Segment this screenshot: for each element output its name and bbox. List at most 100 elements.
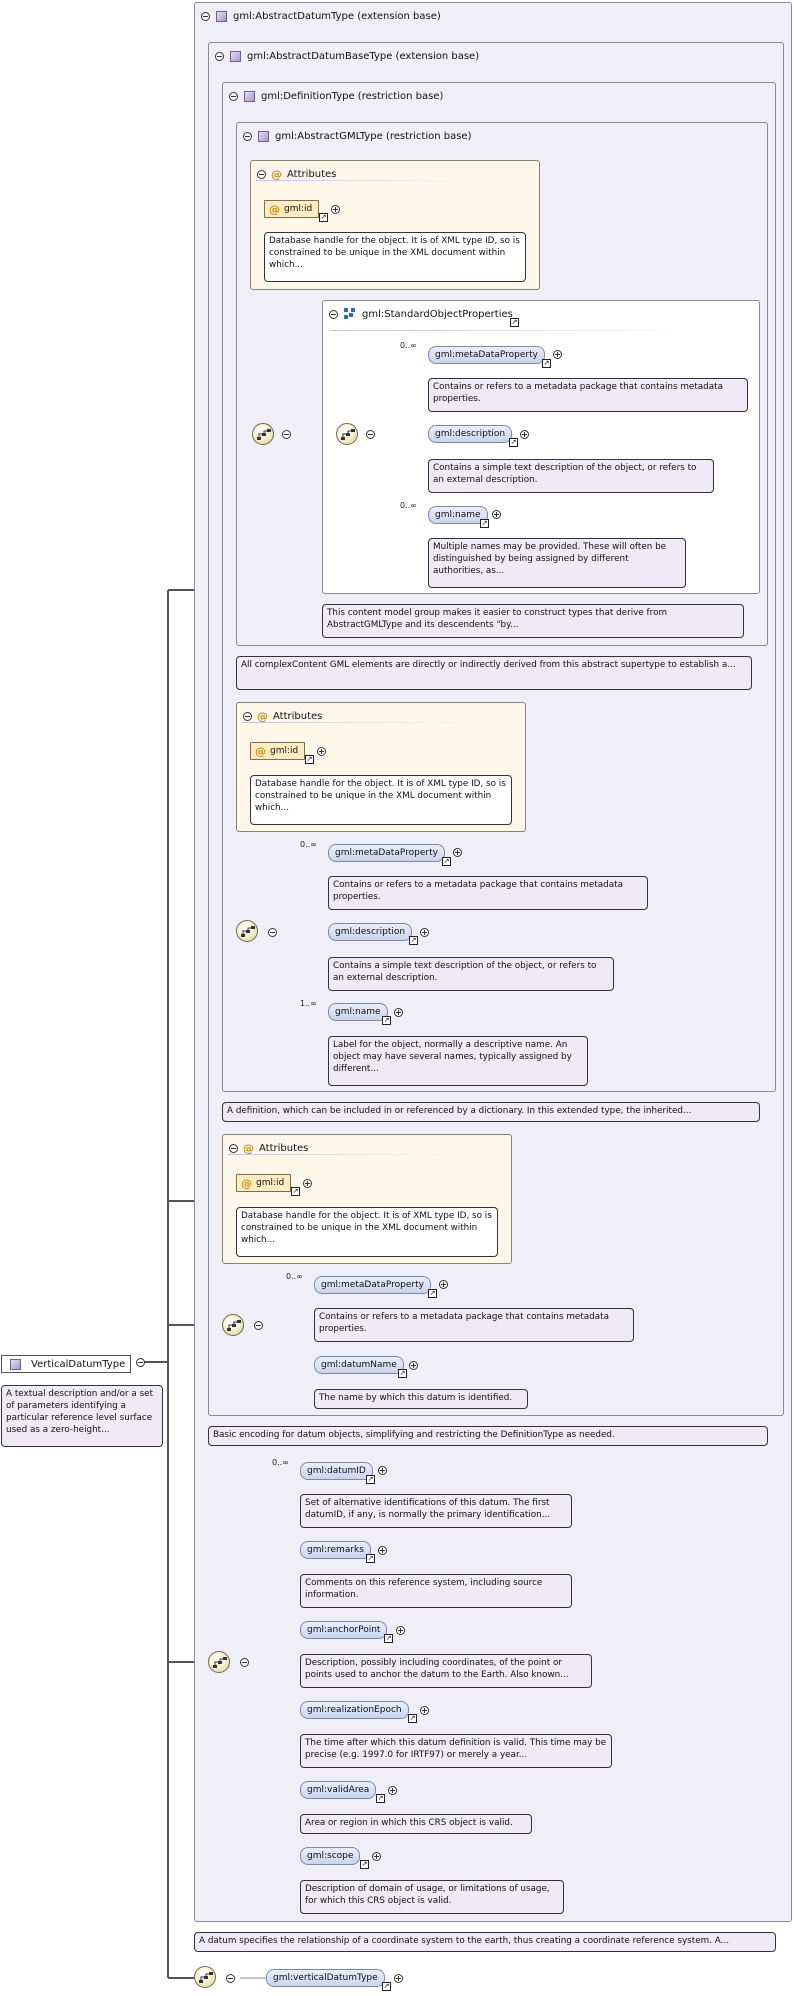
- element-metadata-property[interactable]: gml:metaDataProperty: [328, 844, 445, 862]
- reference-arrow-icon[interactable]: ↗: [384, 1634, 393, 1643]
- expand-icon[interactable]: [331, 205, 340, 214]
- collapse-toggle-icon[interactable]: [226, 1974, 235, 1983]
- reference-arrow-icon[interactable]: ↗: [408, 1714, 417, 1723]
- element-description[interactable]: gml:description: [428, 425, 513, 443]
- collapse-toggle-icon[interactable]: [254, 1321, 263, 1330]
- definition-annotation: A definition, which can be included in o…: [222, 1102, 760, 1122]
- collapse-toggle-icon[interactable]: [136, 1358, 145, 1367]
- collapse-toggle-icon[interactable]: [268, 928, 277, 937]
- datum-base-annotation: Basic encoding for datum objects, simpli…: [208, 1426, 768, 1446]
- expand-icon[interactable]: [372, 1852, 381, 1861]
- expand-icon[interactable]: [492, 510, 501, 519]
- element-annotation: Multiple names may be provided. These wi…: [428, 538, 686, 588]
- expand-icon[interactable]: [388, 1786, 397, 1795]
- element-remarks[interactable]: gml:remarks: [300, 1541, 371, 1559]
- sequence-compositor-icon[interactable]: [208, 1651, 230, 1673]
- element-name[interactable]: gml:name: [428, 506, 488, 524]
- element-valid-area[interactable]: gml:validArea: [300, 1781, 377, 1799]
- element-annotation: The name by which this datum is identifi…: [314, 1389, 528, 1409]
- reference-arrow-icon[interactable]: ↗: [319, 213, 328, 222]
- element-anchor-point[interactable]: gml:anchorPoint: [300, 1621, 388, 1639]
- reference-arrow-icon[interactable]: ↗: [366, 1554, 375, 1563]
- element-datum-id[interactable]: gml:datumID: [300, 1462, 373, 1480]
- datum-annotation: A datum specifies the relationship of a …: [194, 1932, 776, 1952]
- attributes-header: @ Attributes: [257, 167, 336, 181]
- collapse-toggle-icon[interactable]: [240, 1658, 249, 1667]
- reference-arrow-icon[interactable]: ↗: [376, 1794, 385, 1803]
- expand-icon[interactable]: [420, 928, 429, 937]
- element-annotation: Contains a simple text description of th…: [428, 459, 714, 493]
- element-description[interactable]: gml:description: [328, 923, 413, 941]
- collapse-toggle-icon[interactable]: [229, 1143, 238, 1153]
- group-title: gml:StandardObjectProperties: [362, 308, 513, 320]
- attributes-header: @ Attributes: [229, 1141, 308, 1155]
- collapse-toggle-icon[interactable]: [243, 711, 252, 721]
- element-scope[interactable]: gml:scope: [300, 1847, 361, 1865]
- attribute-gml-id[interactable]: @ gml:id: [264, 200, 320, 218]
- element-annotation: Description, possibly including coordina…: [300, 1654, 592, 1688]
- expand-icon[interactable]: [420, 1706, 429, 1715]
- attribute-at-icon: @: [269, 202, 280, 216]
- reference-arrow-icon[interactable]: ↗: [382, 1016, 391, 1025]
- expand-icon[interactable]: [439, 1280, 448, 1289]
- expand-icon[interactable]: [378, 1546, 387, 1555]
- element-metadata-property[interactable]: gml:metaDataProperty: [428, 346, 545, 364]
- collapse-toggle-icon[interactable]: [282, 430, 291, 439]
- sequence-compositor-icon[interactable]: [252, 423, 274, 445]
- collapse-toggle-icon[interactable]: [329, 309, 338, 319]
- reference-arrow-icon[interactable]: ↗: [428, 1289, 437, 1298]
- reference-arrow-icon[interactable]: ↗: [291, 1187, 300, 1196]
- expand-icon[interactable]: [520, 430, 529, 439]
- collapse-toggle-icon[interactable]: [201, 11, 210, 21]
- reference-arrow-icon[interactable]: ↗: [509, 438, 518, 447]
- collapse-toggle-icon[interactable]: [229, 91, 238, 101]
- attributes-label: Attributes: [273, 710, 323, 722]
- sequence-compositor-icon[interactable]: [236, 920, 258, 942]
- collapse-toggle-icon[interactable]: [257, 169, 266, 179]
- sequence-compositor-icon[interactable]: [222, 1314, 244, 1336]
- reference-arrow-icon[interactable]: ↗: [409, 936, 418, 945]
- element-realization-epoch[interactable]: gml:realizationEpoch: [300, 1701, 409, 1719]
- element-annotation: Contains a simple text description of th…: [328, 957, 614, 991]
- reference-arrow-icon[interactable]: ↗: [360, 1860, 369, 1869]
- root-annotation: A textual description and/or a set of pa…: [1, 1385, 163, 1447]
- complex-type-icon: [258, 130, 269, 142]
- cardinality-label: 0..∞: [272, 1458, 289, 1467]
- attribute-gml-id[interactable]: @ gml:id: [250, 742, 306, 760]
- expand-icon[interactable]: [453, 848, 462, 857]
- collapse-toggle-icon[interactable]: [366, 430, 375, 439]
- group-header: gml:StandardObjectProperties: [329, 307, 513, 321]
- reference-arrow-icon[interactable]: ↗: [480, 519, 489, 528]
- reference-arrow-icon[interactable]: ↗: [366, 1475, 375, 1484]
- collapse-toggle-icon[interactable]: [215, 51, 224, 61]
- expand-icon[interactable]: [317, 747, 326, 756]
- attribute-at-icon: @: [255, 744, 266, 758]
- expand-icon[interactable]: [394, 1974, 403, 1983]
- element-name[interactable]: gml:name: [328, 1003, 388, 1021]
- divider: [330, 330, 690, 331]
- element-vertical-datum-type[interactable]: gml:verticalDatumType: [266, 1969, 385, 1987]
- sequence-compositor-icon[interactable]: [194, 1966, 216, 1988]
- element-datum-name[interactable]: gml:datumName: [314, 1356, 404, 1374]
- expand-icon[interactable]: [396, 1626, 405, 1635]
- expand-icon[interactable]: [378, 1466, 387, 1475]
- collapse-toggle-icon[interactable]: [243, 131, 252, 141]
- element-metadata-property[interactable]: gml:metaDataProperty: [314, 1276, 431, 1294]
- sequence-compositor-icon[interactable]: [336, 423, 358, 445]
- expand-icon[interactable]: [409, 1361, 418, 1370]
- reference-arrow-icon[interactable]: ↗: [398, 1369, 407, 1378]
- reference-arrow-icon[interactable]: ↗: [510, 318, 519, 327]
- reference-arrow-icon[interactable]: ↗: [442, 857, 451, 866]
- attribute-gml-id-annotation: Database handle for the object. It is of…: [250, 775, 512, 825]
- divider: [228, 1154, 458, 1155]
- divider: [242, 722, 472, 723]
- expand-icon[interactable]: [394, 1008, 403, 1017]
- reference-arrow-icon[interactable]: ↗: [382, 1982, 391, 1991]
- expand-icon[interactable]: [553, 350, 562, 359]
- reference-arrow-icon[interactable]: ↗: [542, 359, 551, 368]
- root-complex-type[interactable]: VerticalDatumType: [1, 1355, 131, 1373]
- expand-icon[interactable]: [303, 1179, 312, 1188]
- reference-arrow-icon[interactable]: ↗: [305, 755, 314, 764]
- attribute-gml-id[interactable]: @ gml:id: [236, 1174, 292, 1192]
- model-group-icon: [344, 308, 356, 320]
